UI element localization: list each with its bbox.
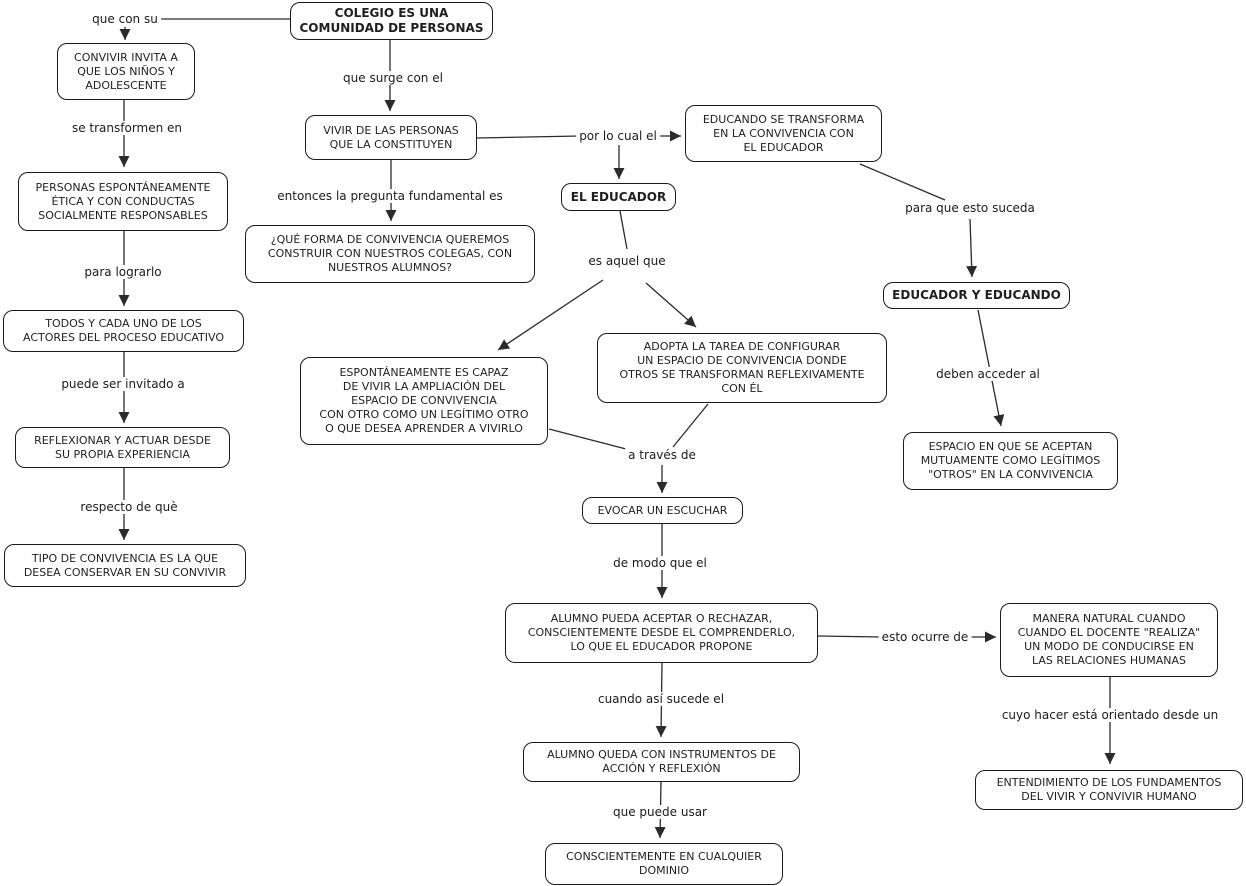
node-manera-natural[interactable]: MANERA NATURAL CUANDO CUANDO EL DOCENTE … bbox=[1000, 603, 1218, 677]
link-label-que-con-su[interactable]: que con su bbox=[89, 12, 161, 26]
link-label-entonces-pregunta[interactable]: entonces la pregunta fundamental es bbox=[274, 189, 506, 203]
link-label-que-surge[interactable]: que surge con el bbox=[340, 71, 446, 85]
link-label-se-transformen[interactable]: se transformen en bbox=[68, 121, 186, 135]
node-educador-y-educando[interactable]: EDUCADOR Y EDUCANDO bbox=[883, 282, 1070, 309]
edge bbox=[817, 635, 882, 638]
node-espontaneamente-capaz[interactable]: ESPONTÁNEAMENTE ES CAPAZ DE VIVIR LA AMP… bbox=[300, 357, 548, 445]
link-label-para-lograrlo[interactable]: para lograrlo bbox=[81, 265, 165, 279]
edge bbox=[548, 428, 627, 450]
edge bbox=[619, 210, 628, 250]
node-reflexionar-actuar[interactable]: REFLEXIONAR Y ACTUAR DESDE SU PROPIA EXP… bbox=[15, 427, 230, 468]
node-conscientemente-dominio[interactable]: CONSCIENTEMENTE EN CUALQUIER DOMINIO bbox=[545, 843, 783, 885]
edge bbox=[476, 135, 581, 139]
node-entendimiento-fundamentos[interactable]: ENTENDIMIENTO DE LOS FUNDAMENTOS DEL VIV… bbox=[975, 770, 1243, 810]
node-vivir-personas[interactable]: VIVIR DE LAS PERSONAS QUE LA CONSTITUYEN bbox=[305, 115, 477, 160]
node-personas-eticas[interactable]: PERSONAS ESPONTÁNEAMENTE ÉTICA Y CON CON… bbox=[18, 172, 228, 231]
edge bbox=[859, 163, 946, 201]
edge bbox=[645, 282, 697, 328]
link-label-a-traves-de[interactable]: a través de bbox=[625, 448, 699, 462]
node-tipo-convivencia[interactable]: TIPO DE CONVIVENCIA ES LA QUE DESEA CONS… bbox=[4, 544, 246, 587]
link-label-puede-ser-invitado[interactable]: puede ser invitado a bbox=[58, 377, 188, 391]
link-label-por-lo-cual[interactable]: por lo cual el bbox=[576, 129, 660, 143]
link-label-respecto-de-que[interactable]: respecto de què bbox=[77, 500, 181, 514]
node-alumno-queda[interactable]: ALUMNO QUEDA CON INSTRUMENTOS DE ACCIÓN … bbox=[523, 742, 800, 782]
node-alumno-pueda[interactable]: ALUMNO PUEDA ACEPTAR O RECHAZAR, CONSCIE… bbox=[505, 603, 818, 663]
node-colegio-comunidad[interactable]: COLEGIO ES UNA COMUNIDAD DE PERSONAS bbox=[290, 2, 493, 40]
node-el-educador[interactable]: EL EDUCADOR bbox=[561, 183, 676, 211]
edge bbox=[966, 218, 978, 278]
link-label-de-modo-que[interactable]: de modo que el bbox=[610, 556, 710, 570]
link-label-cuando-asi[interactable]: cuando así sucede el bbox=[594, 692, 728, 706]
edge bbox=[497, 279, 604, 351]
node-adopta-tarea[interactable]: ADOPTA LA TAREA DE CONFIGURAR UN ESPACIO… bbox=[597, 333, 887, 403]
node-convivir-invita[interactable]: CONVIVIR INVITA A QUE LOS NIÑOS Y ADOLES… bbox=[57, 43, 195, 100]
node-todos-actores[interactable]: TODOS Y CADA UNO DE LOS ACTORES DEL PROC… bbox=[3, 310, 244, 352]
link-label-para-que-esto[interactable]: para que esto suceda bbox=[902, 201, 1038, 215]
link-label-que-puede-usar[interactable]: que puede usar bbox=[610, 805, 710, 819]
node-espacio-aceptan[interactable]: ESPACIO EN QUE SE ACEPTAN MUTUAMENTE COM… bbox=[903, 432, 1118, 490]
edge bbox=[672, 403, 709, 448]
link-label-cuyo-hacer[interactable]: cuyo hacer está orientado desde un bbox=[998, 708, 1222, 722]
node-educando-transforma[interactable]: EDUCANDO SE TRANSFORMA EN LA CONVIVENCIA… bbox=[685, 105, 882, 162]
link-label-deben-acceder[interactable]: deben acceder al bbox=[933, 367, 1043, 381]
link-label-esto-ocurre-de[interactable]: esto ocurre de bbox=[878, 630, 972, 644]
node-pregunta-fundamental[interactable]: ¿QUÉ FORMA DE CONVIVENCIA QUEREMOS CONST… bbox=[245, 225, 535, 283]
node-evocar-escuchar[interactable]: EVOCAR UN ESCUCHAR bbox=[582, 497, 743, 524]
link-label-es-aquel-que[interactable]: es aquel que bbox=[585, 254, 669, 268]
